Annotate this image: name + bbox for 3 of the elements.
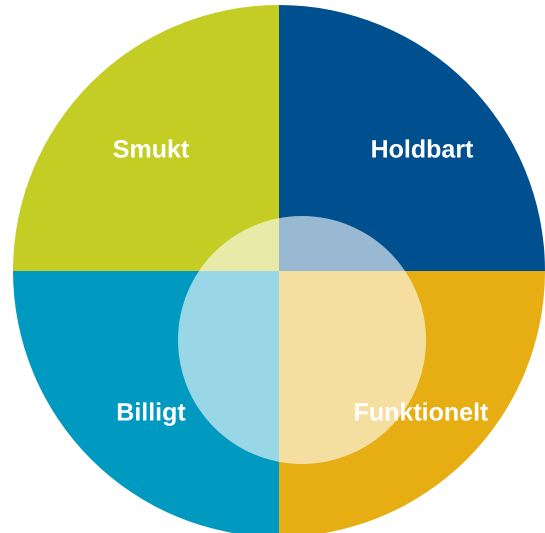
quadrant-label: Smukt — [112, 136, 190, 164]
quadrant-label: Billigt — [116, 398, 186, 428]
quadrant-label: Holdbart — [370, 136, 474, 164]
